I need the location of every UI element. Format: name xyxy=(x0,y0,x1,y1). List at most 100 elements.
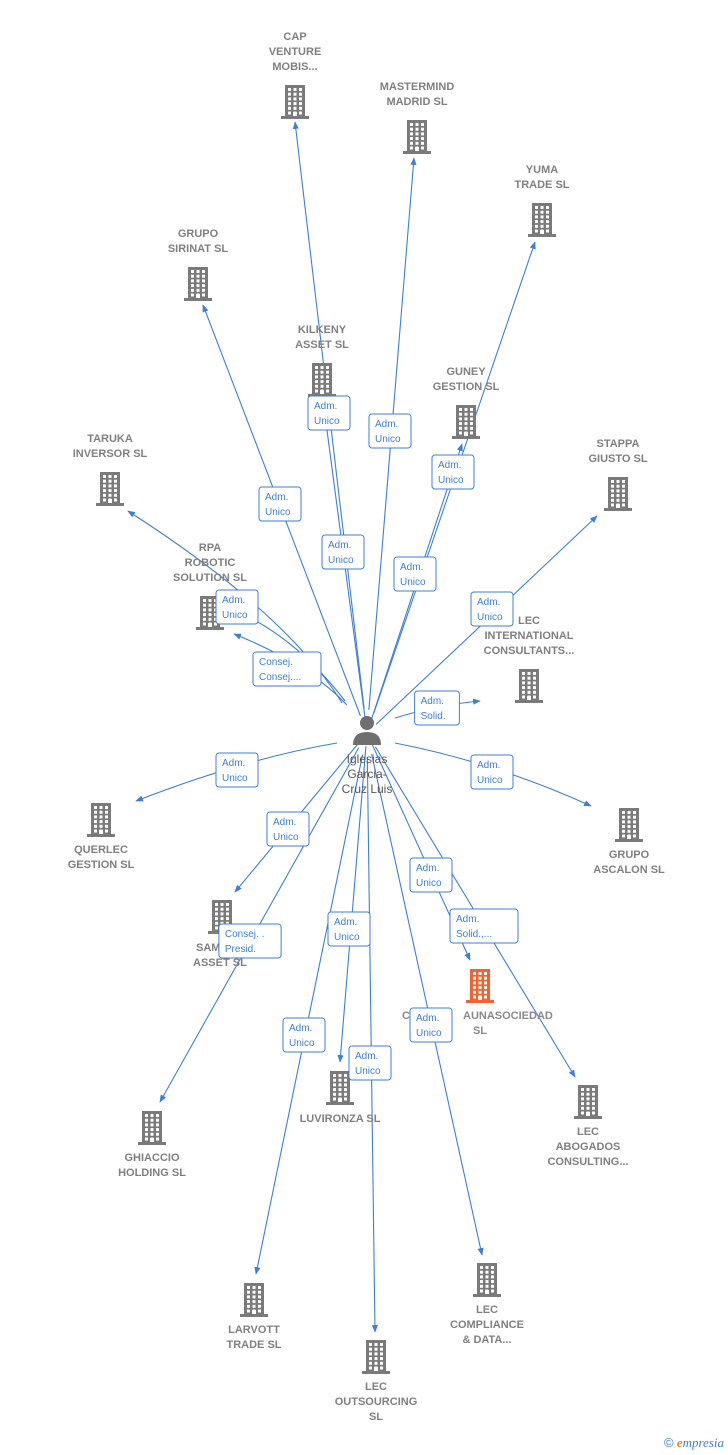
role-badge[interactable]: Adm.Unico xyxy=(348,1045,392,1081)
role-badge[interactable]: Adm.Unico xyxy=(307,395,351,431)
building-icon[interactable] xyxy=(528,203,556,237)
role-badge[interactable]: Adm.Unico xyxy=(258,486,302,522)
company-label-line: ROBOTIC xyxy=(185,557,236,569)
building-icon[interactable] xyxy=(615,808,643,842)
role-badge[interactable]: Adm.Unico xyxy=(215,752,259,788)
role-badge-text: Unico xyxy=(438,475,464,486)
role-badge[interactable]: Adm.Unico xyxy=(409,1007,453,1043)
building-icon[interactable] xyxy=(240,1283,268,1317)
building-icon[interactable] xyxy=(574,1085,602,1119)
person-name-line: Cruz Luis xyxy=(342,782,393,796)
role-badge[interactable]: Adm.Unico xyxy=(215,589,259,625)
role-badge[interactable]: Adm.Unico xyxy=(327,911,371,947)
company-label-line: GHIACCIO xyxy=(125,1152,180,1164)
role-badge[interactable]: Adm.Unico xyxy=(266,811,310,847)
building-icon[interactable] xyxy=(281,85,309,119)
company-label: LEC COMPLIANCE & DATA... xyxy=(450,1304,524,1346)
company-label-line: LEC xyxy=(577,1126,599,1138)
building-icon[interactable] xyxy=(473,1263,501,1297)
building-icon[interactable] xyxy=(604,477,632,511)
role-badge[interactable]: Adm. Solid.,... xyxy=(449,908,519,944)
building-icon[interactable] xyxy=(184,267,212,301)
role-badge-box xyxy=(431,454,475,490)
role-badge-text: Unico xyxy=(265,507,291,518)
building-icon[interactable] xyxy=(362,1340,390,1374)
role-badge-text: Adm. xyxy=(400,562,423,573)
role-badge[interactable]: Adm.Solid. xyxy=(414,690,460,726)
building-icon[interactable] xyxy=(515,669,543,703)
person-icon[interactable] xyxy=(353,716,381,745)
company-label-line: MOBIS... xyxy=(272,61,317,73)
role-badge-box xyxy=(409,857,453,893)
company-label-line: SOLUTION SL xyxy=(173,572,247,584)
building-icon[interactable] xyxy=(403,120,431,154)
building-icon[interactable] xyxy=(452,405,480,439)
role-badge-box xyxy=(393,556,437,592)
company-label-line: COMPLIANCE xyxy=(450,1319,524,1331)
company-label-line: MASTERMIND xyxy=(380,81,455,93)
role-badge-text: Unico xyxy=(416,1028,442,1039)
role-badge-text: Consej.... xyxy=(259,672,301,683)
relation-edge xyxy=(366,756,378,1333)
company-label-line: STAPPA xyxy=(597,438,640,450)
company-label-line: SL xyxy=(369,1411,383,1423)
brand-name: mpresia xyxy=(682,1435,724,1450)
role-badge[interactable]: Adm.Unico xyxy=(470,591,514,627)
role-badge-text: Presid. xyxy=(225,944,256,955)
role-badge-text: Unico xyxy=(355,1066,381,1077)
role-badge[interactable]: Adm.Unico xyxy=(409,857,453,893)
relation-edge xyxy=(254,754,364,1275)
role-badge-text: Solid.,... xyxy=(456,929,492,940)
role-badge-box xyxy=(215,752,259,788)
role-badge[interactable]: Consej.Consej.... xyxy=(252,651,322,687)
role-badge-text: Unico xyxy=(400,577,426,588)
company-label: QUERLEC GESTION SL xyxy=(68,844,135,871)
role-badge-text: Adm. xyxy=(273,817,296,828)
role-badge[interactable]: Adm.Unico xyxy=(368,413,412,449)
building-icon[interactable] xyxy=(87,803,115,837)
company-label-line: TARUKA xyxy=(87,433,133,445)
role-badge-box xyxy=(258,486,302,522)
company-label-line: CAP xyxy=(283,31,306,43)
company-label-line: LEC xyxy=(518,615,540,627)
company-label-line: AUNASOCIEDAD xyxy=(463,1010,553,1022)
role-badge-box xyxy=(321,534,365,570)
company-label-line: VENTURE xyxy=(269,46,322,58)
role-badge-text: Adm. xyxy=(456,914,479,925)
company-label-line: QUERLEC xyxy=(74,844,128,856)
company-label-line: ASSET SL xyxy=(295,339,349,351)
role-badge[interactable]: Adm.Unico xyxy=(321,534,365,570)
building-icon[interactable] xyxy=(466,969,494,1003)
role-badge[interactable]: Consej. .Presid. xyxy=(218,923,282,959)
building-icon[interactable] xyxy=(96,472,124,506)
building-icon[interactable] xyxy=(326,1071,354,1105)
role-badge[interactable]: Adm.Unico xyxy=(431,454,475,490)
role-badge-text: Unico xyxy=(334,932,360,943)
brand-footer[interactable]: © empresia xyxy=(664,1435,724,1451)
company-label-line: GUNEY xyxy=(446,366,486,378)
role-badge[interactable]: Adm.Unico xyxy=(282,1017,326,1053)
company-label-line: LEC xyxy=(476,1304,498,1316)
role-badge-text: Unico xyxy=(222,773,248,784)
building-icon[interactable] xyxy=(196,596,224,630)
role-badge[interactable]: Adm.Unico xyxy=(470,754,514,790)
role-badge-text: Unico xyxy=(328,555,354,566)
role-badge[interactable]: Adm. Unico xyxy=(393,556,437,592)
company-label: C xyxy=(402,1010,410,1022)
building-icon[interactable] xyxy=(308,363,336,397)
company-label-line: & DATA... xyxy=(462,1334,511,1346)
company-label-line: GESTION SL xyxy=(68,859,135,871)
company-label-line: GRUPO xyxy=(609,849,650,861)
building-icon[interactable] xyxy=(138,1111,166,1145)
